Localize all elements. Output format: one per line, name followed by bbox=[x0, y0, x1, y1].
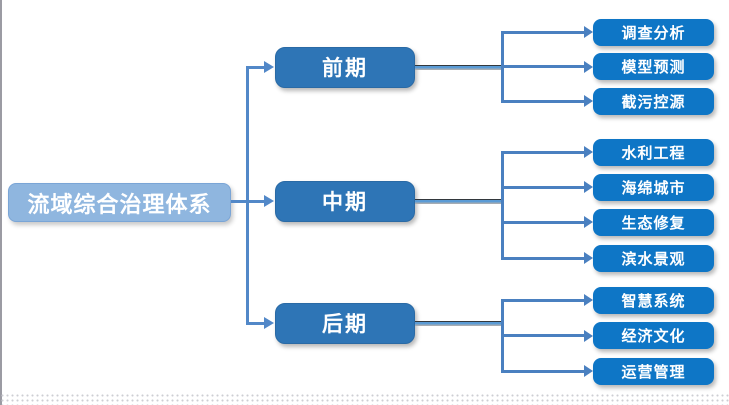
root-node-label: 流域综合治理体系 bbox=[27, 191, 212, 217]
leaf-node-eco-restoration: 生态修复 bbox=[593, 208, 714, 236]
connector-root-horizontal bbox=[231, 199, 247, 203]
arrowhead-mid-leaf3 bbox=[584, 216, 593, 228]
leaf-node-sponge-city: 海绵城市 bbox=[593, 173, 714, 201]
connector-mid-leaf2 bbox=[501, 185, 584, 189]
connector-root-trunk bbox=[246, 65, 249, 325]
leaf-node-waterfront-landscape: 滨水景观 bbox=[593, 244, 714, 272]
connector-early-leaf2 bbox=[501, 65, 584, 68]
arrowhead-mid-leaf4 bbox=[584, 252, 593, 264]
connector-mid-leaf1 bbox=[501, 150, 584, 154]
connector-mid-leaf3 bbox=[501, 220, 584, 224]
arrowhead-mid-leaf2 bbox=[584, 181, 593, 193]
leaf-label: 海绵城市 bbox=[621, 179, 686, 197]
bottom-dot-pattern bbox=[0, 393, 729, 405]
connector-early-thick bbox=[415, 64, 502, 70]
stage-node-early: 前期 bbox=[275, 46, 415, 88]
stage-label-mid: 中期 bbox=[322, 191, 368, 214]
arrowhead-early-leaf3 bbox=[584, 95, 593, 107]
leaf-node-operation-management: 运营管理 bbox=[593, 357, 714, 385]
connector-early-leaf1 bbox=[501, 30, 584, 34]
arrowhead-stage-early bbox=[264, 61, 274, 73]
leaf-label: 水利工程 bbox=[621, 144, 686, 162]
leaf-label: 模型预测 bbox=[621, 59, 686, 76]
leaf-label: 截污控源 bbox=[621, 93, 686, 111]
connector-late-thick bbox=[415, 320, 502, 326]
arrowhead-stage-mid bbox=[264, 195, 274, 207]
connector-late-leaf3 bbox=[501, 369, 584, 373]
leaf-node-survey-analysis: 调查分析 bbox=[593, 18, 714, 46]
leaf-label: 调查分析 bbox=[621, 24, 686, 42]
stage-label-late: 后期 bbox=[322, 313, 368, 336]
connector-mid-thick bbox=[415, 198, 502, 204]
arrowhead-late-leaf2 bbox=[584, 329, 593, 342]
leaf-node-pollution-control: 截污控源 bbox=[593, 87, 714, 115]
arrowhead-early-leaf2 bbox=[584, 60, 593, 73]
leaf-label: 滨水景观 bbox=[621, 250, 686, 268]
connector-mid-leaf4 bbox=[501, 256, 584, 260]
arrowhead-late-leaf3 bbox=[584, 365, 593, 377]
connector-late-leaf1 bbox=[501, 298, 584, 302]
stage-node-late: 后期 bbox=[275, 302, 415, 344]
leaf-node-smart-system: 智慧系统 bbox=[593, 286, 714, 314]
stage-label-early: 前期 bbox=[322, 57, 368, 80]
connector-early-leaf3 bbox=[501, 99, 584, 103]
connector-to-stage-early bbox=[246, 65, 265, 69]
leaf-node-water-engineering: 水利工程 bbox=[593, 138, 714, 166]
leaf-label: 运营管理 bbox=[621, 363, 686, 381]
leaf-node-model-prediction: 模型预测 bbox=[593, 53, 714, 80]
connector-mid-branch-vertical bbox=[501, 150, 504, 260]
connector-to-stage-mid bbox=[249, 199, 265, 203]
leaf-node-economy-culture: 经济文化 bbox=[593, 322, 714, 349]
root-node-watershed-system: 流域综合治理体系 bbox=[8, 183, 231, 222]
arrowhead-stage-late bbox=[264, 317, 274, 329]
leaf-label: 生态修复 bbox=[621, 214, 686, 232]
arrowhead-mid-leaf1 bbox=[584, 146, 593, 158]
leaf-label: 智慧系统 bbox=[621, 292, 686, 310]
leaf-label: 经济文化 bbox=[621, 328, 686, 345]
left-edge-line bbox=[0, 0, 2, 405]
arrowhead-early-leaf1 bbox=[584, 26, 593, 38]
stage-node-mid: 中期 bbox=[275, 180, 415, 222]
connector-late-leaf2 bbox=[501, 334, 584, 337]
arrowhead-late-leaf1 bbox=[584, 294, 593, 306]
connector-to-stage-late bbox=[246, 321, 265, 325]
